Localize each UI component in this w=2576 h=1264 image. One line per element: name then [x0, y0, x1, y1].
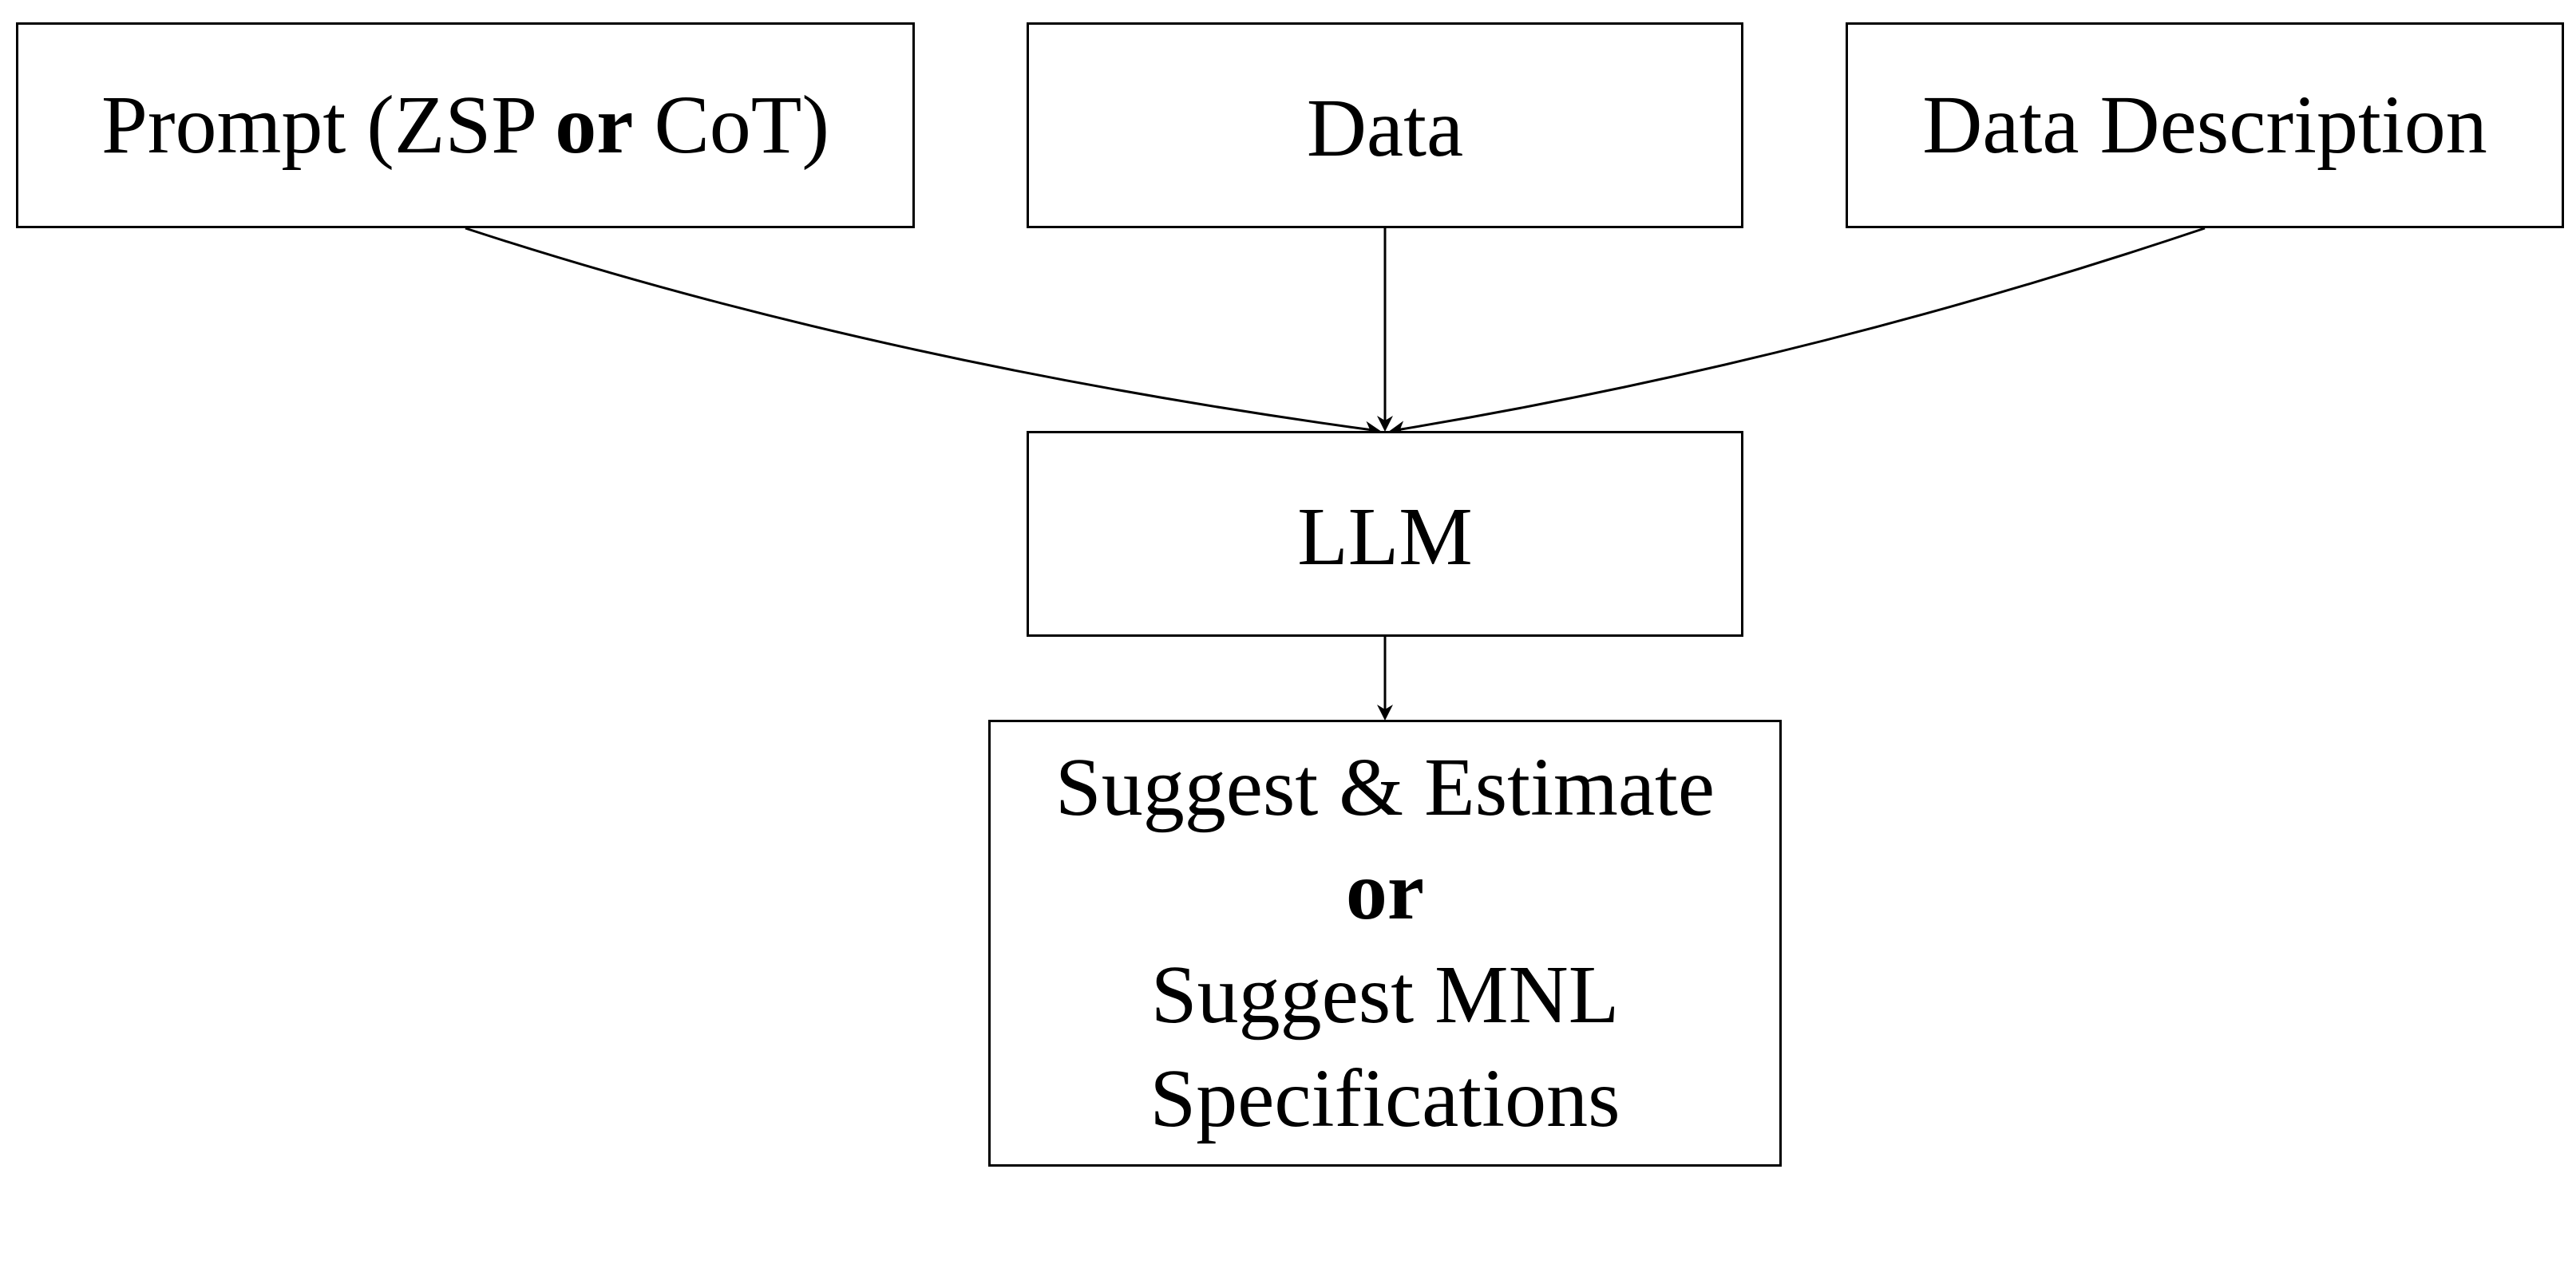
prompt-prefix: Prompt (ZSP: [101, 79, 556, 171]
data-description-node-label: Data Description: [1922, 79, 2487, 171]
llm-node-label: LLM: [1297, 491, 1473, 583]
output-line-2: or: [1345, 845, 1425, 937]
output-line-1: Suggest & Estimate: [1055, 741, 1715, 833]
output-line-4: Specifications: [1150, 1053, 1620, 1144]
prompt-node-label: Prompt (ZSP or CoT): [101, 84, 829, 167]
output-node: Suggest & Estimate or Suggest MNL Specif…: [988, 720, 1782, 1167]
edge-prompt-to-llm: [465, 227, 1381, 437]
prompt-connector: or: [555, 79, 634, 171]
data-description-node: Data Description: [1846, 22, 2564, 228]
prompt-suffix: CoT): [633, 79, 829, 171]
data-node-label: Data: [1306, 82, 1464, 174]
data-node: Data: [1027, 22, 1743, 228]
output-line-3: Suggest MNL: [1150, 949, 1620, 1041]
llm-node: LLM: [1027, 431, 1743, 637]
edge-data-description-to-llm: [1389, 227, 2206, 437]
prompt-node: Prompt (ZSP or CoT): [16, 22, 915, 228]
